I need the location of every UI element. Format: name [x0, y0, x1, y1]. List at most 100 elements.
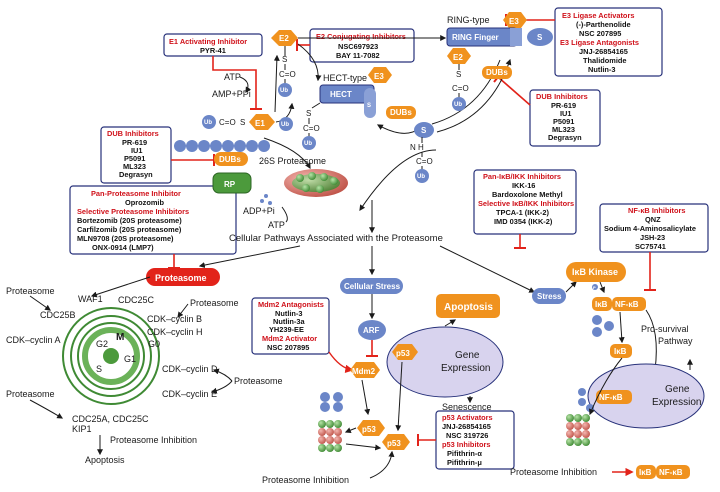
arf-label: ARF — [363, 326, 380, 335]
s-label: S — [282, 55, 287, 64]
nfkb-node — [612, 297, 646, 311]
ub-label: Ub — [454, 102, 462, 108]
ring-type-label: RING-type — [447, 15, 490, 25]
adp-pi-label: ADP+Pi — [243, 206, 275, 216]
cellular-stress-pill — [340, 278, 403, 294]
stress-label: Stress — [537, 292, 562, 301]
ikb-label: IκB — [614, 347, 627, 356]
mdm2-item: YH239-EE — [269, 325, 304, 334]
dub-inhibitor-item: PR-619 — [122, 138, 147, 147]
cdk-cyclin-e-label: CDK–cyclin E — [162, 389, 217, 399]
substrate-node — [414, 122, 434, 138]
mdm2-node — [350, 362, 380, 378]
apoptosis-node — [436, 294, 500, 318]
ubiquitin-cascade: E1 Activating Inhibitor PYR-41 E2 Conjug… — [69, 7, 663, 269]
e2-label: E2 — [453, 53, 463, 62]
senescence-label: Senescence — [442, 402, 492, 412]
nfkb-pathway: Pan-IκB/IKK Inhibitors IKK-16 Bardoxolon… — [473, 169, 709, 479]
proteasome-barrel — [566, 414, 590, 446]
e2-inhibitor-item: NSC697923 — [338, 42, 378, 51]
e1-inhibitor-title: E1 Activating Inhibitor — [169, 37, 247, 46]
cdk-cyclin-b-label: CDK–cyclin B — [147, 314, 202, 324]
hect-type-label: HECT-type — [323, 73, 367, 83]
pan-ikk-title: Pan-IκB/IKK Inhibitors — [483, 172, 561, 181]
pan-proteasome-title: Pan-Proteasome Inhibitor — [91, 189, 181, 198]
ub-label: Ub — [280, 88, 288, 94]
cellular-pathways-heading: Cellular Pathways Associated with the Pr… — [229, 233, 443, 244]
p53-label: p53 — [396, 349, 410, 358]
s-label: S — [537, 33, 543, 42]
cellular-stress-label: Cellular Stress — [344, 282, 401, 291]
e3-label: E3 — [374, 72, 384, 81]
proteasome-inhibitor-item: ONX-0914 (LMP7) — [92, 243, 154, 252]
ub-label: Ub — [204, 120, 212, 126]
kip1-label: KIP1 — [72, 424, 92, 434]
proteasome-inhibition-label: Proteasome Inhibition — [262, 475, 349, 485]
dub-inhibitor-item: Degrasyn — [119, 170, 153, 179]
cdk-cyclin-d-label: CDK–cyclin D — [162, 364, 218, 374]
proteasome-pill — [146, 268, 220, 286]
ub-label: Ub — [281, 122, 289, 128]
pathway-label: Pathway — [658, 336, 693, 346]
ring-finger-label: RING Finger — [452, 33, 499, 42]
regulatory-particle — [212, 172, 252, 194]
ikk-item: TPCA-1 (IKK-2) — [496, 208, 550, 217]
g2-phase-label: G2 — [96, 339, 108, 349]
mdm2-label: Mdm2 — [352, 367, 376, 376]
s-label: S — [421, 126, 427, 135]
s-label: S — [240, 118, 245, 127]
expression-label: Expression — [441, 363, 490, 374]
p53-pathway: Cellular Stress ARF Mdm2 Antagonists Nut… — [251, 278, 515, 485]
cdc25b-label: CDC25B — [40, 310, 76, 320]
cdc25c-label: CDC25C — [118, 295, 155, 305]
ikk-item: Bardoxolone Methyl — [492, 190, 563, 199]
polyubiquitin-chain — [174, 140, 270, 152]
ubiquitin-node — [278, 83, 292, 97]
c-o-label: C=O — [279, 70, 296, 79]
dub-inhibitor-item: Degrasyn — [548, 133, 582, 142]
expression-label: Expression — [652, 397, 701, 408]
p53-activator-title: p53 Activators — [442, 413, 493, 422]
26s-proteasome — [284, 169, 348, 197]
e3-node — [368, 67, 392, 83]
p53-item: Pifithrin-α — [447, 449, 482, 458]
p53-node — [392, 344, 418, 360]
e3-ligase-box — [554, 7, 663, 77]
g1-phase-label: G1 — [124, 354, 136, 364]
dub-inhibitor-item: PR-619 — [551, 101, 576, 110]
proteasome-label: Proteasome — [155, 273, 207, 283]
proteasome-inhibition-label: Proteasome Inhibition — [510, 467, 597, 477]
proteasome-label: Proteasome — [190, 298, 239, 308]
cdk-cyclin-a-label: CDK–cyclin A — [6, 335, 61, 345]
proteasome-inhibitor-item: Bortezomib (20S proteasome) — [77, 216, 182, 225]
e1-label: E1 — [255, 119, 265, 128]
nfkb-label: NF-κB — [615, 300, 639, 309]
waf1-label: WAF1 — [78, 294, 103, 304]
c-o-label: C=O — [219, 118, 236, 127]
cdk-cyclin-h-label: CDK–cyclin H — [147, 327, 203, 337]
ub-label: Ub — [417, 174, 425, 180]
nucleus-p53 — [386, 326, 504, 398]
e3-activator-item: NSC 207895 — [579, 29, 621, 38]
dub-inhibitor-title: DUB Inhibitors — [107, 129, 159, 138]
m-phase-label: M — [116, 332, 124, 343]
dub-inhibitor-item: IU1 — [131, 146, 143, 155]
proteasome-inhibitor-item: Oprozomib — [125, 198, 164, 207]
hect-label: HECT — [330, 90, 352, 99]
nfkb-item: QNZ — [645, 215, 661, 224]
proteasome-label: Proteasome — [234, 376, 283, 386]
e3-antagonist-title: E3 Ligase Antagonists — [560, 38, 639, 47]
ikb-label: IκB — [639, 468, 652, 477]
mdm2-antagonist-title: Mdm2 Antagonists — [258, 300, 324, 309]
c-o-label: C=O — [452, 84, 469, 93]
nucleus-nfkb — [587, 363, 705, 429]
dub-inhibitor-item: ML323 — [552, 125, 575, 134]
s-label: S — [367, 103, 371, 109]
proteasome-inhibitor-box — [69, 185, 237, 255]
e3-antagonist-item: Thalidomide — [583, 56, 627, 65]
pro-survival-label: Pro-survival — [641, 324, 689, 334]
dub-inhibitor-title: DUB Inhibitors — [536, 92, 588, 101]
mdm2-activator-title: Mdm2 Activator — [262, 334, 317, 343]
arf-node — [358, 320, 386, 340]
